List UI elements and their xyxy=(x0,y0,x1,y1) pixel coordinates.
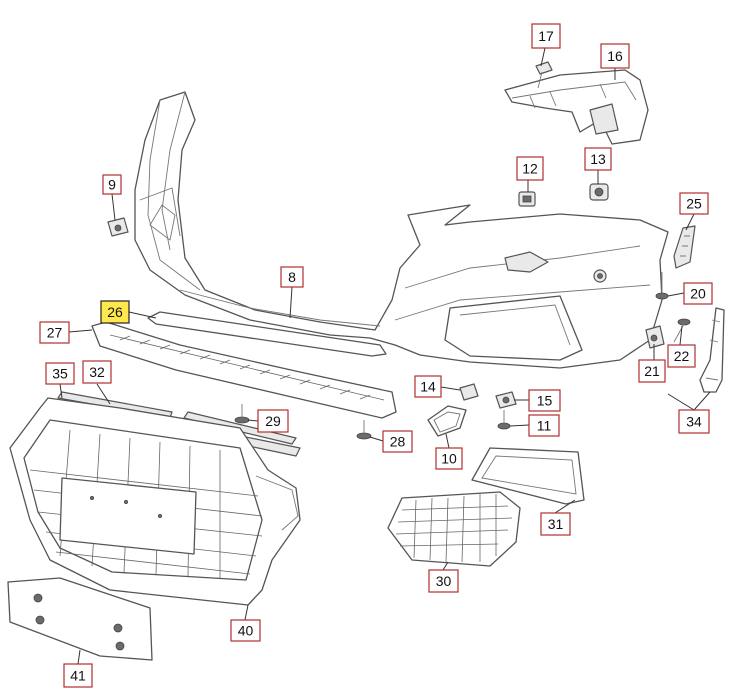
callout-9: 9 xyxy=(102,174,122,195)
callout-30: 30 xyxy=(428,569,459,593)
callout-35: 35 xyxy=(45,362,75,385)
front-grille-40 xyxy=(9,397,301,606)
svg-text:40: 40 xyxy=(238,623,254,639)
trim-frame-31 xyxy=(471,447,585,505)
svg-text:21: 21 xyxy=(644,363,660,379)
svg-text:17: 17 xyxy=(538,28,554,44)
svg-text:25: 25 xyxy=(686,196,702,212)
callout-26: 26 xyxy=(100,300,130,324)
callout-20: 20 xyxy=(683,282,713,305)
clip-14 xyxy=(459,383,479,401)
svg-text:35: 35 xyxy=(52,366,68,382)
svg-text:31: 31 xyxy=(548,516,564,532)
callout-28: 28 xyxy=(382,430,413,453)
screw-29 xyxy=(234,404,250,424)
callout-41: 41 xyxy=(63,663,93,688)
screw-17 xyxy=(535,61,553,89)
svg-text:11: 11 xyxy=(537,418,552,434)
svg-text:22: 22 xyxy=(674,348,690,364)
cap-10 xyxy=(427,405,467,437)
callout-22: 22 xyxy=(667,344,696,368)
clip-9 xyxy=(107,217,129,237)
spoiler-26 xyxy=(147,311,387,357)
svg-text:32: 32 xyxy=(89,364,105,380)
callout-17: 17 xyxy=(531,23,561,49)
callout-labels: 8 9 10 11 12 13 14 15 16 17 20 21 22 25 … xyxy=(39,23,713,688)
clip-15 xyxy=(495,391,517,409)
svg-text:34: 34 xyxy=(686,414,702,430)
callout-15: 15 xyxy=(528,389,561,412)
guide-25 xyxy=(673,225,696,269)
svg-text:9: 9 xyxy=(108,177,116,193)
callout-14: 14 xyxy=(414,375,442,398)
svg-text:15: 15 xyxy=(537,393,553,409)
callout-8: 8 xyxy=(280,266,304,288)
callout-12: 12 xyxy=(516,156,544,181)
svg-text:29: 29 xyxy=(265,413,281,429)
screw-28 xyxy=(356,420,372,440)
clip-21 xyxy=(645,325,665,349)
fog-grille-30 xyxy=(387,491,521,567)
callout-11: 11 xyxy=(528,414,560,437)
svg-text:27: 27 xyxy=(47,325,63,341)
svg-text:12: 12 xyxy=(522,161,538,177)
callout-10: 10 xyxy=(435,447,463,470)
callout-21: 21 xyxy=(638,359,666,383)
svg-text:26: 26 xyxy=(107,304,123,320)
svg-text:30: 30 xyxy=(436,573,452,589)
leader-lines xyxy=(59,47,711,665)
callout-29: 29 xyxy=(257,409,289,433)
callout-32: 32 xyxy=(82,360,112,384)
callout-40: 40 xyxy=(230,619,261,642)
svg-text:41: 41 xyxy=(70,668,86,684)
grille-insert-27 xyxy=(91,321,397,419)
svg-text:28: 28 xyxy=(390,434,406,450)
svg-text:13: 13 xyxy=(590,151,606,167)
callout-16: 16 xyxy=(600,43,630,69)
clip-13 xyxy=(589,183,609,201)
callout-34: 34 xyxy=(678,409,710,434)
screw-11 xyxy=(497,410,511,430)
svg-text:14: 14 xyxy=(420,379,436,395)
callout-25: 25 xyxy=(679,192,709,215)
callout-31: 31 xyxy=(540,512,571,536)
bracket-34 xyxy=(699,307,725,393)
callout-27: 27 xyxy=(39,321,70,344)
svg-text:10: 10 xyxy=(441,451,457,467)
svg-text:8: 8 xyxy=(288,269,296,285)
callout-13: 13 xyxy=(584,147,612,171)
plate-bracket-41 xyxy=(7,577,153,661)
svg-text:16: 16 xyxy=(607,48,623,64)
bumper-cover xyxy=(134,91,669,369)
svg-text:20: 20 xyxy=(690,286,706,302)
clip-12 xyxy=(518,191,536,207)
mounting-bracket xyxy=(504,69,649,145)
